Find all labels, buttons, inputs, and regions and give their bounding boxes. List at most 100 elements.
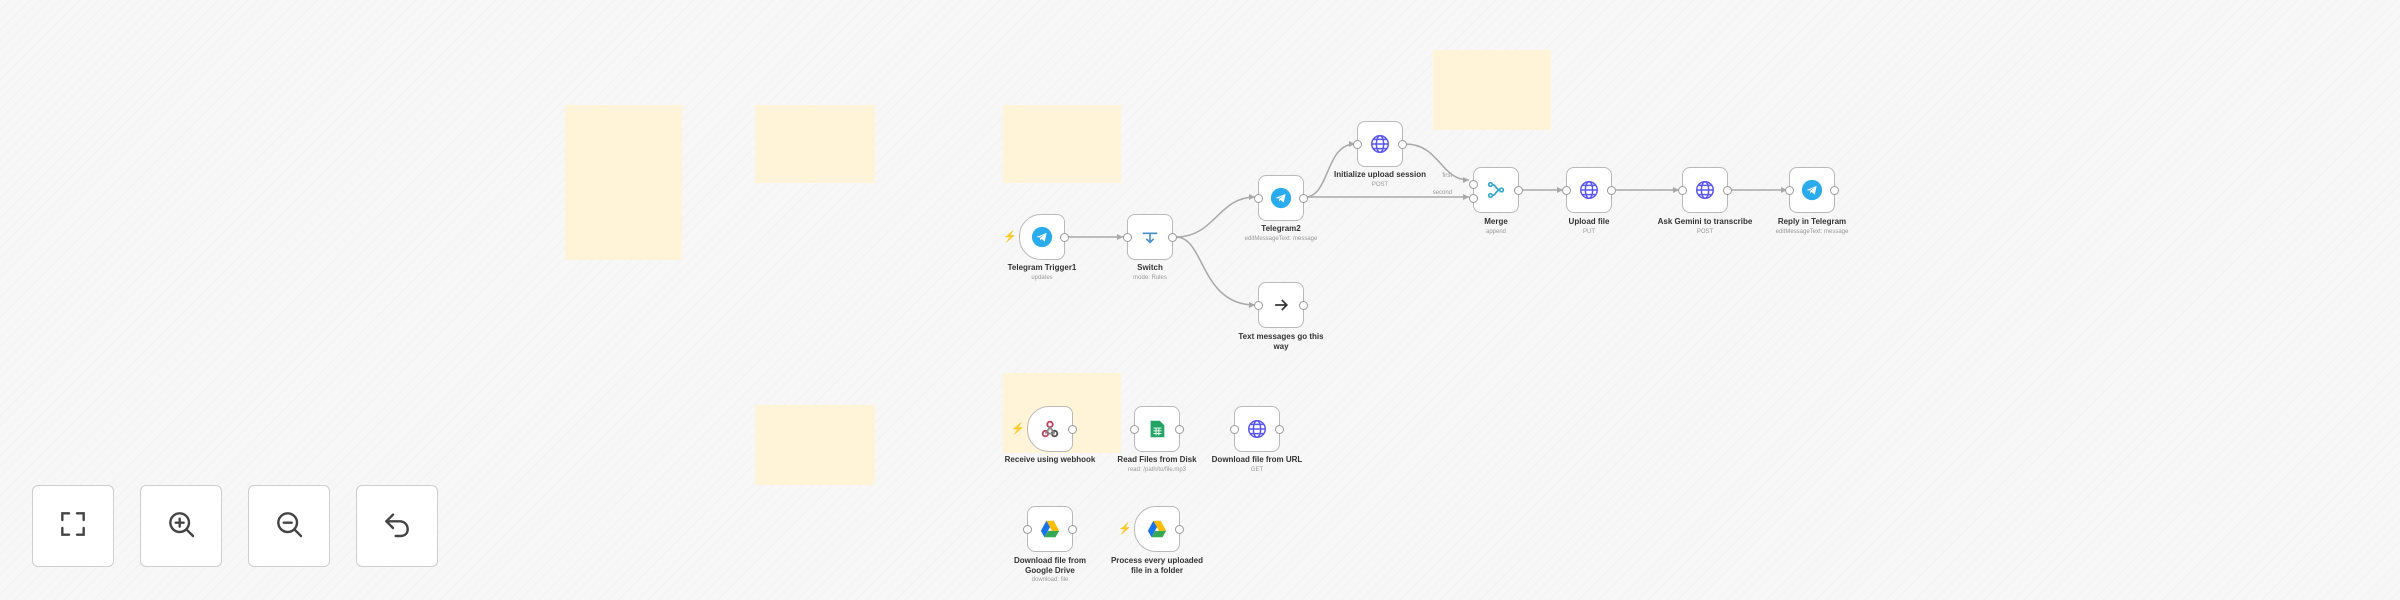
node-subtitle: append [1485, 229, 1507, 235]
input-handle[interactable] [1469, 194, 1478, 203]
trigger-bolt-icon: ⚡ [1003, 231, 1017, 243]
node-label: Read Files from Disk [1117, 455, 1197, 464]
input-handle[interactable] [1023, 524, 1032, 534]
node-ask-gemini[interactable] [1678, 167, 1732, 213]
node-read-files-disk[interactable] [1130, 406, 1184, 452]
merge-icon [1483, 177, 1509, 203]
webhook-icon [1037, 416, 1063, 442]
input-handle[interactable] [1230, 424, 1239, 434]
input-handle[interactable] [1130, 424, 1139, 434]
reset-zoom-button[interactable] [356, 485, 438, 567]
telegram-icon [1268, 185, 1294, 211]
node-merge[interactable] [1469, 167, 1523, 213]
node-label: Switch [1137, 263, 1163, 272]
edge [1175, 196, 1256, 238]
node-subtitle: updates [1031, 275, 1053, 281]
node-download-url[interactable] [1230, 406, 1284, 452]
arrow-right-icon [1268, 292, 1294, 318]
edge-label: first [1442, 173, 1452, 179]
node-label: Merge [1484, 217, 1508, 226]
sticky-note[interactable] [565, 105, 682, 260]
node-subtitle: GET [1250, 467, 1264, 473]
node-label: Reply in Telegram [1777, 217, 1847, 226]
output-handle[interactable] [1168, 232, 1177, 242]
input-handle[interactable] [1254, 300, 1263, 310]
node-text-messages[interactable] [1254, 282, 1308, 328]
switch-icon [1137, 224, 1163, 250]
node-label: Telegram Trigger1 [1007, 263, 1077, 272]
globe-icon [1244, 416, 1270, 442]
edge-arrow [1673, 187, 1679, 193]
globe-icon [1692, 177, 1718, 203]
node-subtitle: PUT [1583, 229, 1595, 235]
zoom-out-button[interactable] [248, 485, 330, 567]
sticky-note[interactable] [755, 105, 875, 183]
sticky-note[interactable] [1003, 105, 1121, 183]
edge [1175, 236, 1256, 306]
output-handle[interactable] [1068, 424, 1077, 434]
node-label: Download file from URL [1211, 455, 1303, 464]
node-label: Text messages go this way [1238, 332, 1324, 351]
node-download-gdrive[interactable] [1023, 506, 1077, 552]
telegram-icon [1029, 224, 1055, 250]
output-handle[interactable] [1398, 139, 1407, 149]
input-handle[interactable] [1123, 232, 1132, 242]
input-handle[interactable] [1785, 185, 1794, 195]
node-subtitle: download: file [1031, 577, 1069, 583]
node-label: Receive using webhook [1004, 455, 1096, 464]
input-handle[interactable] [1562, 185, 1571, 195]
node-subtitle: POST [1371, 182, 1389, 188]
zoom-in-button[interactable] [140, 485, 222, 567]
edge-arrow [1781, 187, 1787, 193]
trigger-bolt-icon: ⚡ [1011, 423, 1025, 435]
zoom-in-icon [165, 508, 197, 545]
input-handle[interactable] [1469, 180, 1478, 189]
output-handle[interactable] [1514, 185, 1523, 195]
edge-arrow [1349, 141, 1355, 147]
google-drive-icon [1144, 516, 1170, 542]
node-label: Process every uploaded file in a folder [1110, 556, 1204, 575]
node-upload-file[interactable] [1562, 167, 1616, 213]
output-handle[interactable] [1723, 185, 1732, 195]
node-receive-webhook[interactable]: ⚡ [1011, 406, 1077, 452]
node-subtitle: POST [1696, 229, 1714, 235]
output-handle[interactable] [1060, 232, 1069, 242]
zoom-out-icon [273, 508, 305, 545]
edge [1404, 143, 1470, 181]
spreadsheet-icon [1144, 416, 1170, 442]
edge [1304, 143, 1356, 198]
output-handle[interactable] [1830, 185, 1839, 195]
input-handle[interactable] [1254, 193, 1263, 203]
node-subtitle: read: /path/to/file.mp3 [1127, 467, 1187, 473]
trigger-bolt-icon: ⚡ [1118, 523, 1132, 535]
node-telegram-trigger[interactable]: ⚡ [1003, 214, 1069, 260]
edge-arrow [1249, 194, 1255, 200]
globe-icon [1367, 131, 1393, 157]
output-handle[interactable] [1175, 524, 1184, 534]
output-handle[interactable] [1068, 524, 1077, 534]
node-reply-telegram[interactable] [1785, 167, 1839, 213]
node-process-uploaded[interactable]: ⚡ [1118, 506, 1184, 552]
google-drive-icon [1037, 516, 1063, 542]
node-label: Download file from Google Drive [1014, 556, 1086, 575]
sticky-note[interactable] [755, 405, 875, 485]
fit-view-button[interactable] [32, 485, 114, 567]
undo-icon [381, 508, 413, 545]
input-handle[interactable] [1678, 185, 1687, 195]
output-handle[interactable] [1299, 193, 1308, 203]
node-switch[interactable] [1123, 214, 1177, 260]
input-handle[interactable] [1353, 139, 1362, 149]
output-handle[interactable] [1299, 300, 1308, 310]
node-subtitle: editMessageText: message [1775, 229, 1849, 235]
node-telegram2[interactable] [1254, 175, 1308, 221]
output-handle[interactable] [1607, 185, 1616, 195]
sticky-note[interactable] [1433, 50, 1551, 130]
node-label: Upload file [1568, 217, 1610, 226]
output-handle[interactable] [1275, 424, 1284, 434]
output-handle[interactable] [1175, 424, 1184, 434]
node-subtitle: editMessageText: message [1244, 236, 1318, 242]
node-initialize-upload-session[interactable] [1353, 121, 1407, 167]
edge-label: second [1433, 190, 1452, 196]
edge-arrow [1463, 194, 1469, 200]
